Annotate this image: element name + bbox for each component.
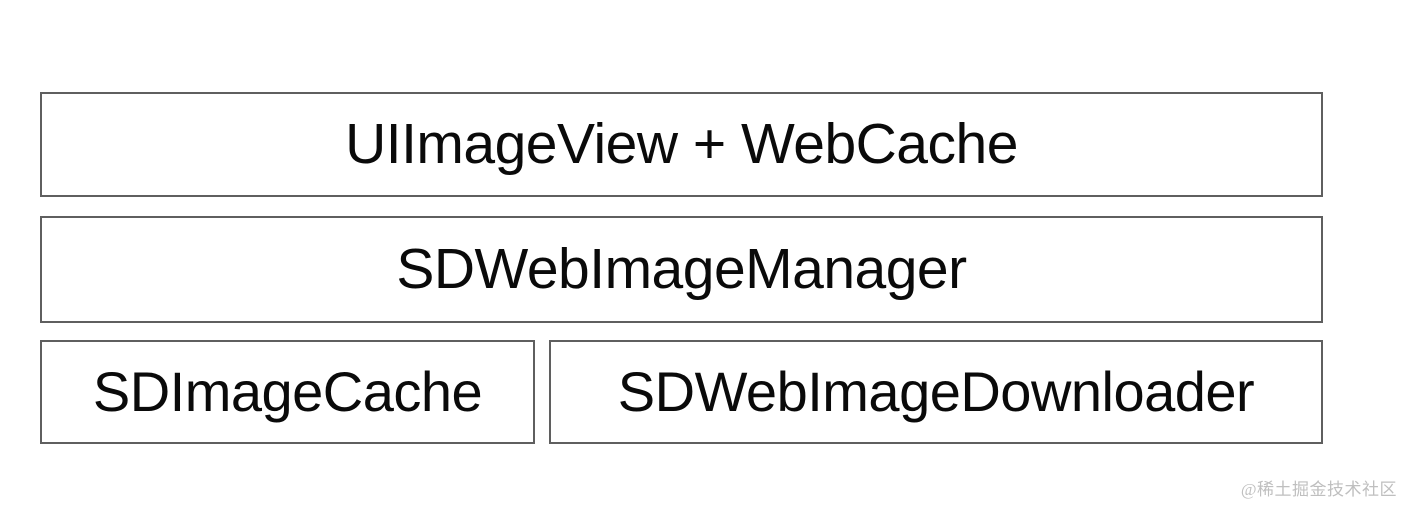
layer-box-sdwebimagedownloader: SDWebImageDownloader: [549, 340, 1323, 444]
watermark: @稀土掘金技术社区: [1240, 480, 1397, 499]
layer-label-sdwebimagedownloader: SDWebImageDownloader: [617, 360, 1255, 423]
layer-box-uiimageview-webcache: UIImageView + WebCache: [40, 92, 1323, 197]
layer-label-sdwebimagemanager: SDWebImageManager: [396, 237, 967, 301]
layer-box-sdwebimagemanager: SDWebImageManager: [40, 216, 1323, 323]
layer-label-uiimageview-webcache: UIImageView + WebCache: [345, 112, 1018, 176]
layer-box-sdimagecache: SDImageCache: [40, 340, 535, 444]
layer-label-sdimagecache: SDImageCache: [92, 360, 483, 423]
